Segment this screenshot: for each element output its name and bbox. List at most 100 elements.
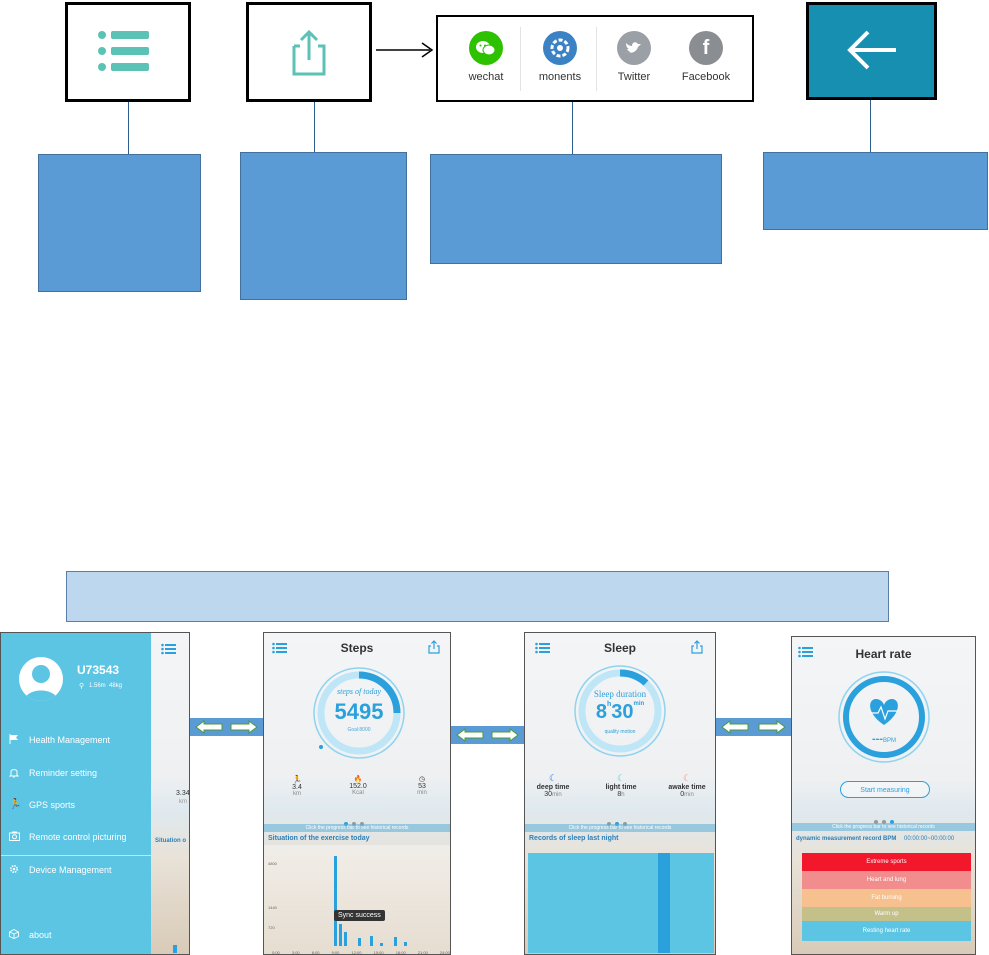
- share-label-moments: monents: [538, 71, 582, 83]
- share-item-facebook[interactable]: f Facebook: [668, 31, 744, 83]
- swipe-arrows-1: [190, 718, 263, 736]
- peek-steps-value: 3.34: [176, 790, 190, 797]
- sleep-duration: 8h30min: [572, 701, 668, 724]
- flag-icon: [9, 734, 18, 744]
- bell-icon: [9, 769, 19, 778]
- stat-distance: 🏃 3.4 km: [282, 775, 312, 797]
- menu-item-label: GPS sports: [29, 800, 76, 810]
- phone-steps-screen: Steps steps of today 5495 Goal:8000 🏃 3.…: [263, 632, 451, 955]
- list-icon[interactable]: [161, 643, 177, 655]
- list-icon[interactable]: [65, 2, 191, 102]
- connector-line-4: [870, 100, 871, 152]
- page-dots[interactable]: [872, 811, 896, 829]
- steps-progress-ring[interactable]: [311, 665, 407, 761]
- ring-label: Sleep duration: [593, 689, 647, 699]
- chart-bar: [344, 932, 347, 946]
- list-icon-frame: [65, 2, 191, 102]
- list-icon[interactable]: [535, 642, 551, 654]
- share-icon[interactable]: [691, 640, 703, 654]
- sleep-progress-ring[interactable]: [572, 663, 668, 759]
- y-tick: 1440: [268, 905, 277, 910]
- stat-value: 8: [617, 791, 622, 798]
- menu-item-label: about: [29, 930, 52, 940]
- moon-icon: ☾: [548, 773, 558, 783]
- menu-item-about[interactable]: about: [9, 929, 52, 940]
- sync-toast: Sync success: [334, 910, 385, 921]
- minutes-unit: min: [633, 701, 645, 707]
- stat-unit: min: [417, 790, 427, 796]
- y-tick: 4800: [268, 861, 277, 866]
- chart-bar: [339, 924, 342, 946]
- stat-value: 0: [680, 791, 685, 798]
- menu-item-label: Remote control picturing: [29, 832, 127, 842]
- swipe-arrows-2: [451, 726, 524, 744]
- swipe-arrows-3: [716, 718, 791, 736]
- phone-sleep-screen: Sleep Sleep duration 8h30min quality mot…: [524, 632, 716, 955]
- back-arrow-icon[interactable]: [806, 2, 937, 100]
- menu-item-device-management[interactable]: Device Management: [9, 864, 112, 875]
- camera-icon: [9, 831, 20, 841]
- y-tick: 720: [268, 925, 275, 930]
- stat-unit: min: [684, 792, 694, 798]
- menu-item-gps-sports[interactable]: 🏃 GPS sports: [9, 799, 76, 810]
- zone-resting-heart-rate: Resting heart rate: [802, 921, 971, 941]
- connector-line-2: [314, 102, 315, 172]
- share-item-wechat[interactable]: wechat: [448, 31, 524, 83]
- stat-label: light time: [605, 784, 637, 791]
- cube-icon: [9, 929, 19, 939]
- ring-label: steps of today: [337, 687, 381, 696]
- menu-item-label: Reminder setting: [29, 768, 98, 778]
- chart-bar: [358, 938, 361, 946]
- heart-rate-ring[interactable]: [836, 669, 932, 765]
- share-item-twitter[interactable]: Twitter: [596, 31, 672, 83]
- chart-bar: [394, 937, 397, 946]
- share-label-twitter: Twitter: [617, 71, 651, 83]
- menu-item-remote-control-picturing[interactable]: Remote control picturing: [9, 831, 127, 842]
- menu-item-reminder-setting[interactable]: Reminder setting: [9, 768, 98, 778]
- separator: [596, 27, 597, 91]
- heart-icon: [870, 699, 898, 725]
- share-item-moments[interactable]: monents: [522, 31, 598, 83]
- stat-deep-time: ☾ deep time 30min: [531, 773, 575, 798]
- zone-extreme-sports: Extreme sports: [802, 853, 971, 871]
- bpm-value: ---: [871, 733, 883, 745]
- share-icon[interactable]: [246, 2, 372, 102]
- chart-bar: [334, 856, 337, 946]
- start-measuring-button[interactable]: Start measuring: [840, 781, 930, 798]
- stat-awake-time: ☾ awake time 0min: [665, 773, 709, 798]
- share-label-facebook: Facebook: [681, 71, 731, 83]
- stat-unit: km: [293, 791, 301, 797]
- callout-box-share: [240, 152, 407, 300]
- moments-icon: [543, 31, 577, 65]
- steps-count: 5495: [334, 699, 384, 724]
- deep-sleep-block: [658, 853, 670, 953]
- clock-icon: ◷: [418, 776, 426, 783]
- menu-item-health-management[interactable]: Health Management: [9, 734, 110, 745]
- gear-icon: [9, 864, 19, 874]
- user-name: U73543: [77, 663, 120, 677]
- list-icon[interactable]: [798, 646, 814, 658]
- hours-unit: h: [606, 701, 612, 708]
- share-icon[interactable]: [428, 640, 440, 654]
- connector-line-3: [572, 102, 573, 154]
- moon-icon: ☾: [616, 773, 626, 783]
- zone-fat-burning: Fat burning: [802, 889, 971, 907]
- history-band[interactable]: Click the progress bar to see historical…: [792, 823, 975, 831]
- share-label-wechat: wechat: [468, 71, 504, 83]
- moon-icon: ☾: [682, 773, 692, 783]
- bpm-readout: ---BPM: [836, 729, 932, 747]
- caption-banner: [66, 571, 889, 622]
- zone-warm-up: Warm up: [802, 907, 971, 921]
- phone-heart-screen: Heart rate ---BPM Start measuring Click …: [791, 636, 976, 955]
- screen-title: Sleep: [603, 641, 636, 655]
- stat-label: awake time: [668, 784, 706, 791]
- history-band[interactable]: Click the progress bar to see historical…: [525, 824, 715, 832]
- history-band[interactable]: Click the progress bar to see historical…: [264, 824, 450, 832]
- share-panel: wechat monents Twitter f Facebook: [436, 15, 754, 102]
- chart-bar: [404, 942, 407, 946]
- avatar[interactable]: [19, 657, 63, 701]
- twitter-icon: [617, 31, 651, 65]
- list-icon[interactable]: [272, 642, 288, 654]
- stat-value: 3.4: [292, 784, 302, 791]
- sleep-hours: 8: [595, 701, 607, 723]
